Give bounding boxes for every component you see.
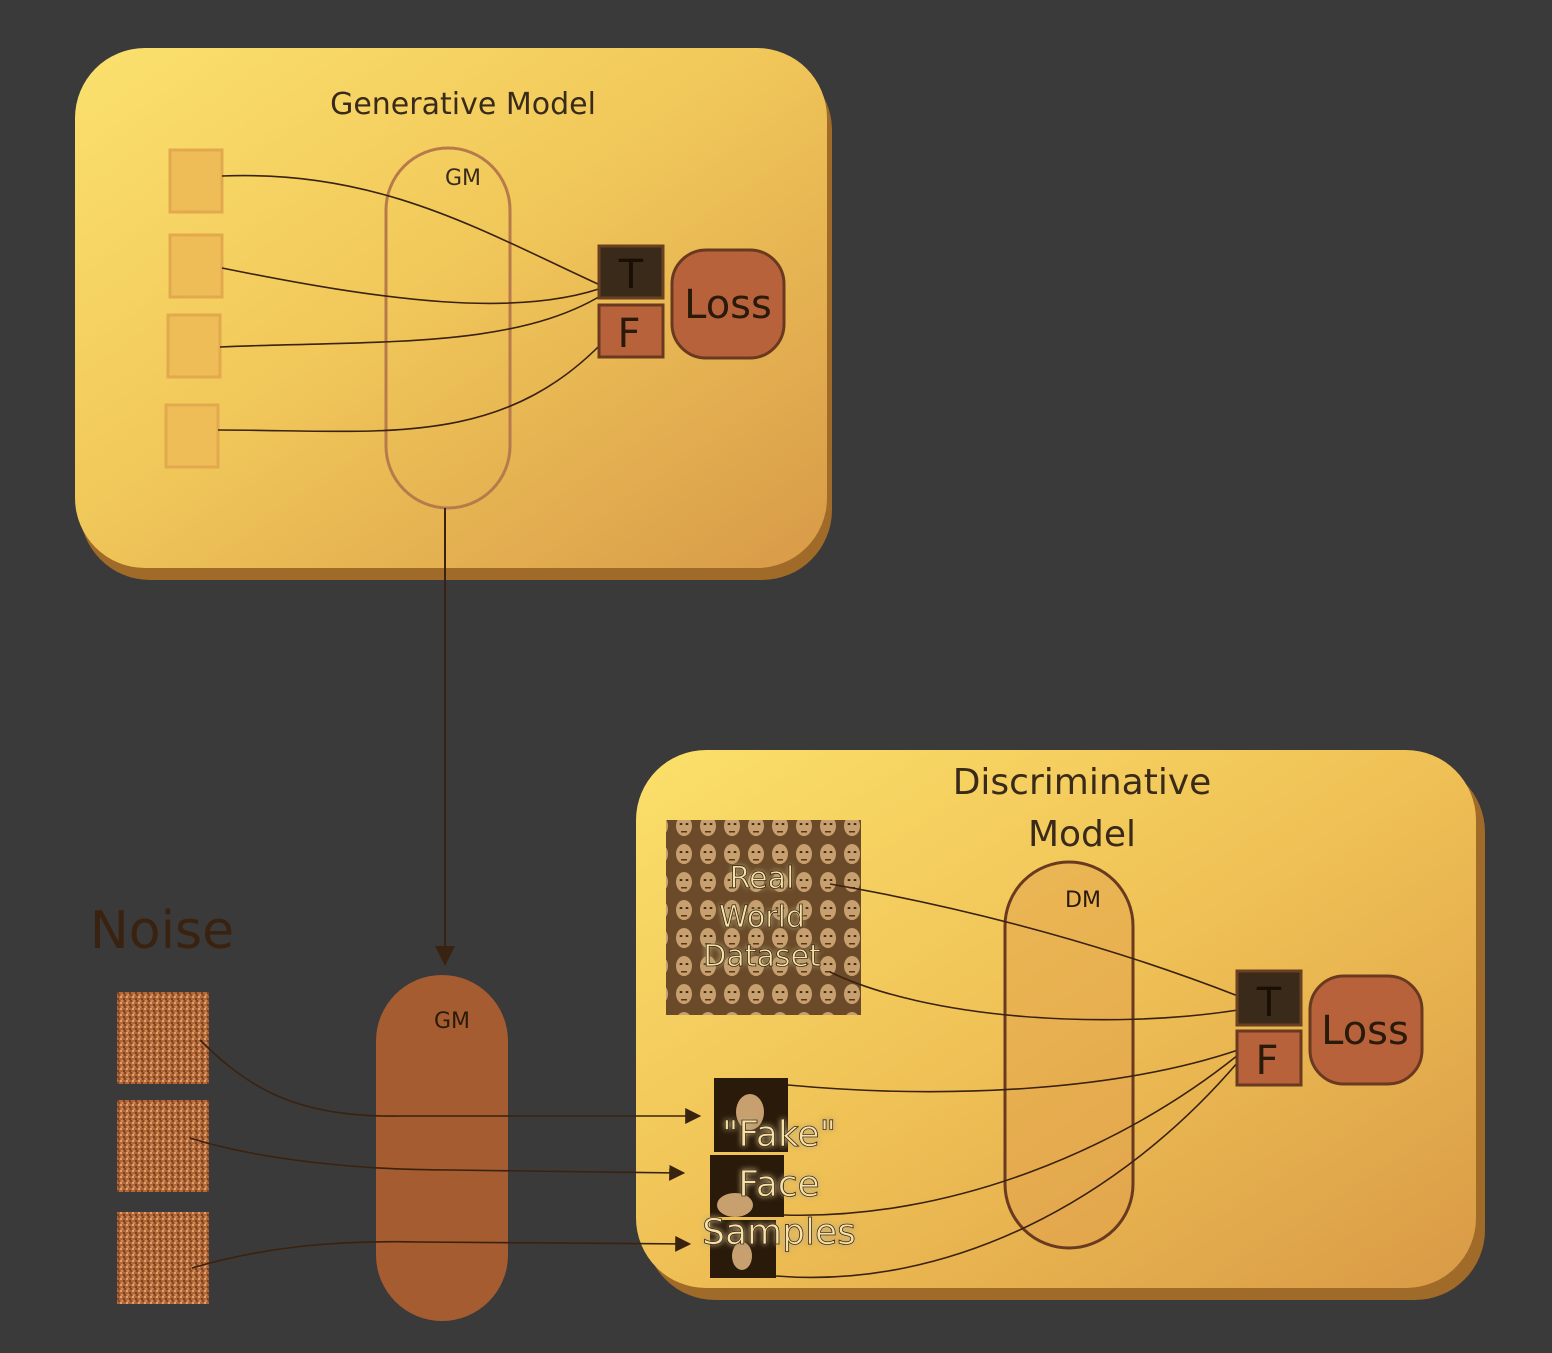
gen-input-node-4 [164, 403, 220, 469]
dm-edge-real-1 [829, 883, 1239, 997]
gm-block-label: GM [434, 1009, 470, 1034]
generative-model-title: Generative Model [330, 87, 596, 122]
noise-input-3 [117, 1212, 209, 1304]
gen-edge-1 [221, 174, 601, 286]
noise-arrow-1 [199, 1039, 702, 1124]
noise-input-2 [117, 1100, 209, 1192]
dm-edge-fake-1 [787, 1049, 1239, 1093]
real-dataset-line1: Real [730, 861, 795, 896]
gen-loss-box [670, 248, 786, 360]
fake-face-2 [717, 1193, 753, 1217]
gen-input-node-2 [168, 233, 224, 299]
real-dataset-caption: Real World Dataset [703, 861, 822, 975]
dm-edge-real-2 [829, 971, 1239, 1021]
gen-edge-4 [217, 339, 606, 433]
disc-false-box [1235, 1029, 1303, 1087]
gen-edge-3 [219, 289, 611, 348]
dm-label: DM [1065, 888, 1101, 913]
gen-gm-label: GM [445, 166, 481, 191]
gen-false-box [597, 303, 665, 359]
fake-line3: Samples [702, 1212, 856, 1253]
noise-input-1 [117, 992, 209, 1084]
real-dataset-line3: Dataset [703, 939, 821, 974]
disc-false-label: F [1255, 1038, 1278, 1084]
noise-arrow-3 [191, 1235, 692, 1269]
noise-title: Noise [90, 901, 234, 961]
fake-line2: Face [738, 1164, 819, 1205]
fake-line1: "Fake" [722, 1114, 836, 1155]
real-dataset-image [666, 820, 861, 1015]
fake-face-3 [732, 1242, 752, 1270]
gen-edge-2 [221, 267, 611, 305]
gen-loss-label: Loss [684, 282, 772, 328]
disc-true-box [1235, 969, 1303, 1027]
dm-capsule [1003, 860, 1135, 1250]
discriminative-title-line2: Model [1028, 814, 1136, 855]
gen-true-box [597, 244, 665, 300]
disc-true-label: T [1256, 980, 1282, 1026]
gen-input-node-3 [166, 313, 222, 379]
disc-loss-box [1308, 974, 1424, 1086]
fake-face-1 [736, 1094, 764, 1130]
generative-model-panel: Generative Model GM T F Loss [75, 48, 832, 580]
dm-edge-fake-3 [775, 1061, 1239, 1279]
discriminative-model-panel: Discriminative Model Real World Dataset … [636, 750, 1485, 1300]
gen-false-label: F [617, 311, 640, 357]
real-dataset-line2: World [719, 900, 805, 935]
gm-block [376, 975, 508, 1321]
disc-loss-label: Loss [1321, 1008, 1409, 1054]
dm-edge-fake-2 [783, 1054, 1239, 1217]
noise-arrow-2 [189, 1137, 686, 1181]
gen-input-node-1 [168, 148, 224, 214]
generative-panel-body [75, 48, 827, 568]
gen-true-label: T [618, 252, 644, 298]
discriminative-title-line1: Discriminative [953, 762, 1212, 803]
fake-caption: "Fake" Face Samples [702, 1114, 857, 1254]
